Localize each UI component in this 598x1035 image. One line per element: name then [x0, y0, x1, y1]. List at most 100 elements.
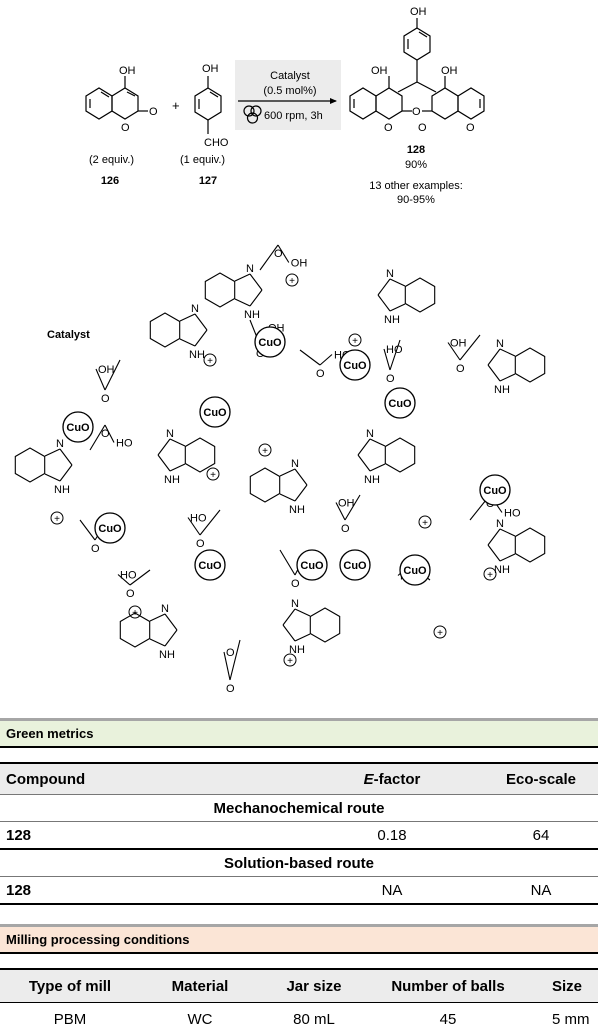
bond — [250, 274, 262, 290]
cuo-particle: CuO — [195, 550, 225, 580]
cuo-particle: CuO — [297, 550, 327, 580]
oh-label: OH — [338, 498, 355, 510]
col-material: Material — [140, 969, 260, 1003]
bond — [283, 625, 295, 641]
bond — [170, 464, 185, 471]
bond — [378, 295, 390, 311]
nh-label: NH — [54, 484, 70, 496]
bond — [390, 279, 405, 286]
svg-text:CuO: CuO — [198, 560, 222, 572]
bond — [295, 485, 307, 501]
green-metrics-header: Green metrics — [0, 718, 598, 748]
table-row: 128 0.18 64 — [0, 822, 598, 850]
catalyst-structure: Catalyst NNHNNHNNHNNHNNHNNHNNHNNHNNHNNHN… — [0, 220, 598, 705]
bond — [170, 439, 185, 446]
bond — [180, 314, 195, 321]
bond — [500, 529, 515, 536]
structure-126 — [86, 76, 148, 119]
product-o-1: O — [384, 122, 393, 134]
bond — [60, 465, 72, 481]
benzene-ring — [515, 348, 544, 382]
carbonyl-o-label: O — [386, 373, 395, 385]
bond — [150, 639, 165, 646]
bond — [358, 439, 370, 455]
svg-text:CuO: CuO — [203, 407, 227, 419]
svg-text:CuO: CuO — [343, 560, 367, 572]
plus-sign: + — [172, 98, 180, 113]
nitrogen-label: N — [291, 598, 299, 610]
nh-label: NH — [494, 384, 510, 396]
svg-text:CuO: CuO — [66, 422, 90, 434]
cuo-particle: CuO — [95, 513, 125, 543]
bond — [320, 355, 332, 366]
positive-charge: + — [284, 654, 296, 667]
cuo-particle: CuO — [340, 550, 370, 580]
benzene-ring — [15, 448, 44, 482]
nitrogen-label: N — [366, 428, 374, 440]
bond — [283, 609, 295, 625]
svg-text:CuO: CuO — [388, 398, 412, 410]
svg-text:+: + — [132, 608, 138, 619]
bond — [250, 290, 262, 306]
svg-text:CuO: CuO — [98, 523, 122, 535]
bond — [295, 634, 310, 641]
nitrogen-label: N — [166, 428, 174, 440]
oh-label: OH — [450, 338, 467, 350]
bond — [358, 455, 370, 471]
svg-text:+: + — [437, 628, 443, 639]
metrics-header-row: Compound E-factor Eco-scale — [0, 763, 598, 795]
table-row: 128 NA NA — [0, 877, 598, 905]
nitrogen-label: N — [291, 458, 299, 470]
svg-text:+: + — [487, 570, 493, 581]
nh-label: NH — [244, 309, 260, 321]
cuo-particle: CuO — [63, 412, 93, 442]
benzene-ring — [205, 273, 234, 307]
bond — [158, 439, 170, 455]
ho-label: HO — [386, 344, 403, 356]
bond — [195, 330, 207, 346]
bond — [80, 520, 95, 540]
product-o-4: O — [466, 122, 475, 134]
other-yields: 90-95% — [397, 194, 435, 206]
col-balls: Number of balls — [368, 969, 528, 1003]
carbonyl-o-label: O — [126, 588, 135, 600]
bond — [500, 554, 515, 561]
bond — [235, 299, 250, 306]
bond — [370, 464, 385, 471]
ho-label: HO — [190, 513, 207, 525]
milling-header: Milling processing conditions — [0, 924, 598, 954]
milling-table: Type of mill Material Jar size Number of… — [0, 968, 598, 1035]
reagent-catalyst: Catalyst — [270, 70, 310, 82]
positive-charge: + — [51, 512, 63, 525]
bond — [280, 469, 295, 476]
carbonyl-o-label: O — [341, 523, 350, 535]
bond — [280, 494, 295, 501]
structure-127 — [195, 76, 221, 134]
bond — [295, 469, 307, 485]
carbonyl-o-label: O — [456, 363, 465, 375]
nh-label: NH — [384, 314, 400, 326]
nh-label: NH — [189, 349, 205, 361]
other-examples: 13 other examples: — [369, 180, 463, 192]
svg-text:+: + — [207, 356, 213, 367]
carbonyl-o-label: O — [149, 106, 158, 118]
nitrogen-label: N — [496, 518, 504, 530]
col-ecoscale: Eco-scale — [484, 763, 598, 795]
ho-label: HO — [116, 438, 133, 450]
reactant2-equiv: (1 equiv.) — [180, 154, 225, 166]
bond — [488, 349, 500, 365]
ho-label: HO — [120, 570, 137, 582]
oh-label: OH — [291, 258, 308, 270]
oh-label: OH — [98, 364, 115, 376]
col-compound: Compound — [0, 763, 300, 795]
bond — [180, 339, 195, 346]
sol-route-row: Solution-based route — [0, 849, 598, 877]
product-o-3: O — [418, 122, 427, 134]
bond — [158, 455, 170, 471]
oh-label-127: OH — [202, 63, 219, 75]
nitrogen-label: N — [496, 338, 504, 350]
nitrogen-label: N — [191, 303, 199, 315]
benzene-ring — [515, 528, 544, 562]
product-oh-right: OH — [441, 65, 458, 77]
product-oh-left: OH — [371, 65, 388, 77]
